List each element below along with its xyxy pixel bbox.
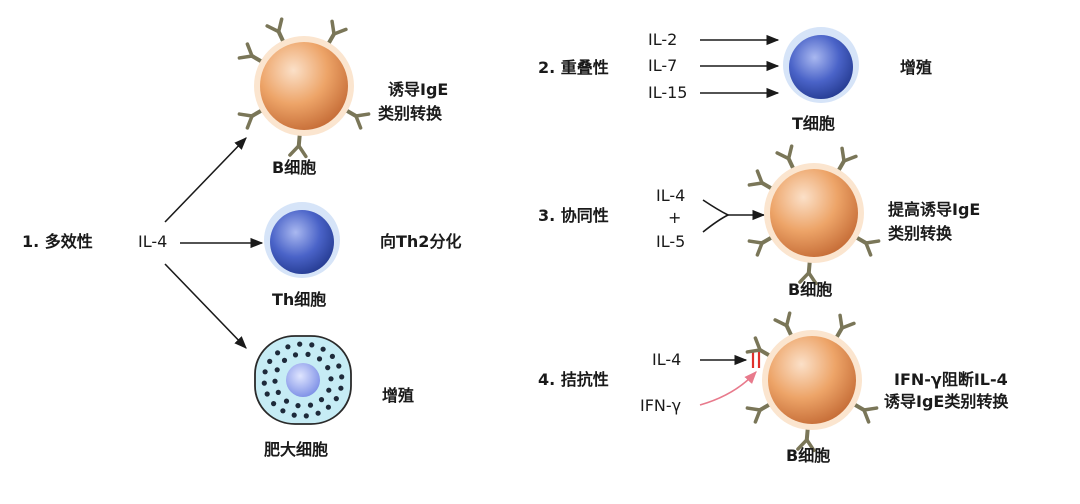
granule <box>325 404 331 410</box>
antagonism-input-il4: IL-4 <box>652 350 682 369</box>
arrow-to-b-cell <box>164 137 247 223</box>
granule <box>318 397 325 403</box>
th-cell <box>264 202 340 278</box>
granule <box>338 385 344 391</box>
mast-cell-effect: 增殖 <box>382 386 415 405</box>
b-cell-1-label: B细胞 <box>272 158 317 177</box>
antagonism-input-ifn-gamma: IFN-γ <box>640 396 682 415</box>
antagonism-title: 4. 拮抗性 <box>538 370 609 389</box>
antagonism-effect-line1: IFN-γ阻断IL-4 <box>894 370 1008 389</box>
granule <box>272 378 278 384</box>
granule <box>283 398 290 404</box>
granule <box>303 413 309 419</box>
granule <box>316 356 323 362</box>
granule <box>339 374 345 380</box>
granule <box>275 350 281 356</box>
mast-cell <box>254 335 352 425</box>
b-cell-3-label: B细胞 <box>786 446 831 465</box>
redundancy-input-il7: IL-7 <box>648 56 678 75</box>
granule <box>325 365 331 371</box>
granule <box>309 342 315 348</box>
antagonism-effect-line2: 诱导IgE类别转换 <box>884 392 1009 411</box>
arrow-to-mast-cell <box>164 263 247 349</box>
granule <box>291 412 297 418</box>
mast-cell-granules <box>261 341 345 419</box>
synergy-title: 3. 协同性 <box>538 206 609 225</box>
redundancy-input-il15: IL-15 <box>648 83 688 102</box>
redundancy-input-il2: IL-2 <box>648 30 678 49</box>
th-cell-effect: 向Th2分化 <box>380 232 462 251</box>
granule <box>261 380 267 386</box>
synergy-effect-line2: 类别转换 <box>888 224 953 243</box>
t-cell <box>783 27 859 103</box>
granule <box>333 396 339 402</box>
redundancy-title: 2. 重叠性 <box>538 58 609 77</box>
granule <box>264 391 270 397</box>
b-cell-1-effect-line1: 诱导IgE <box>388 80 449 99</box>
t-cell-label: T细胞 <box>792 114 835 133</box>
granule <box>297 341 303 347</box>
granule <box>281 357 288 363</box>
granule <box>271 401 277 407</box>
th-cell-label: Th细胞 <box>272 290 327 309</box>
block-mark <box>751 352 761 368</box>
granule <box>274 367 280 373</box>
ifn-gamma-arrow <box>699 371 757 406</box>
b-cell-1 <box>237 17 371 159</box>
redundancy-arrows <box>700 34 780 99</box>
synergy-input-il5: IL-5 <box>656 232 686 251</box>
synergy-plus: + <box>668 208 682 227</box>
b-cell-2-label: B细胞 <box>788 280 833 299</box>
synergy-input-il4: IL-4 <box>656 186 686 205</box>
granule <box>328 376 334 382</box>
pleiotropy-arrows <box>164 137 264 349</box>
granule <box>307 402 314 408</box>
granule <box>262 369 268 375</box>
granule <box>320 346 326 352</box>
b-cell-2 <box>747 144 881 286</box>
t-cell-effect: 增殖 <box>900 58 933 77</box>
granule <box>267 358 273 364</box>
granule <box>329 353 335 359</box>
pleiotropy-source-label: IL-4 <box>138 232 168 251</box>
antagonism-arrows <box>699 352 761 406</box>
granule <box>280 408 286 414</box>
granule <box>285 344 291 350</box>
pleiotropy-title: 1. 多效性 <box>22 232 93 251</box>
b-cell-3 <box>745 311 879 453</box>
granule <box>305 351 311 357</box>
granule <box>295 403 301 409</box>
synergy-effect-line1: 提高诱导IgE <box>888 200 981 219</box>
granule <box>336 363 342 369</box>
granule <box>326 387 332 393</box>
granule <box>292 352 299 358</box>
mast-cell-label: 肥大细胞 <box>264 440 329 459</box>
b-cell-1-effect-line2: 类别转换 <box>378 104 443 123</box>
granule <box>315 410 321 416</box>
granule <box>275 389 281 395</box>
synergy-merge-arrow <box>702 199 766 233</box>
